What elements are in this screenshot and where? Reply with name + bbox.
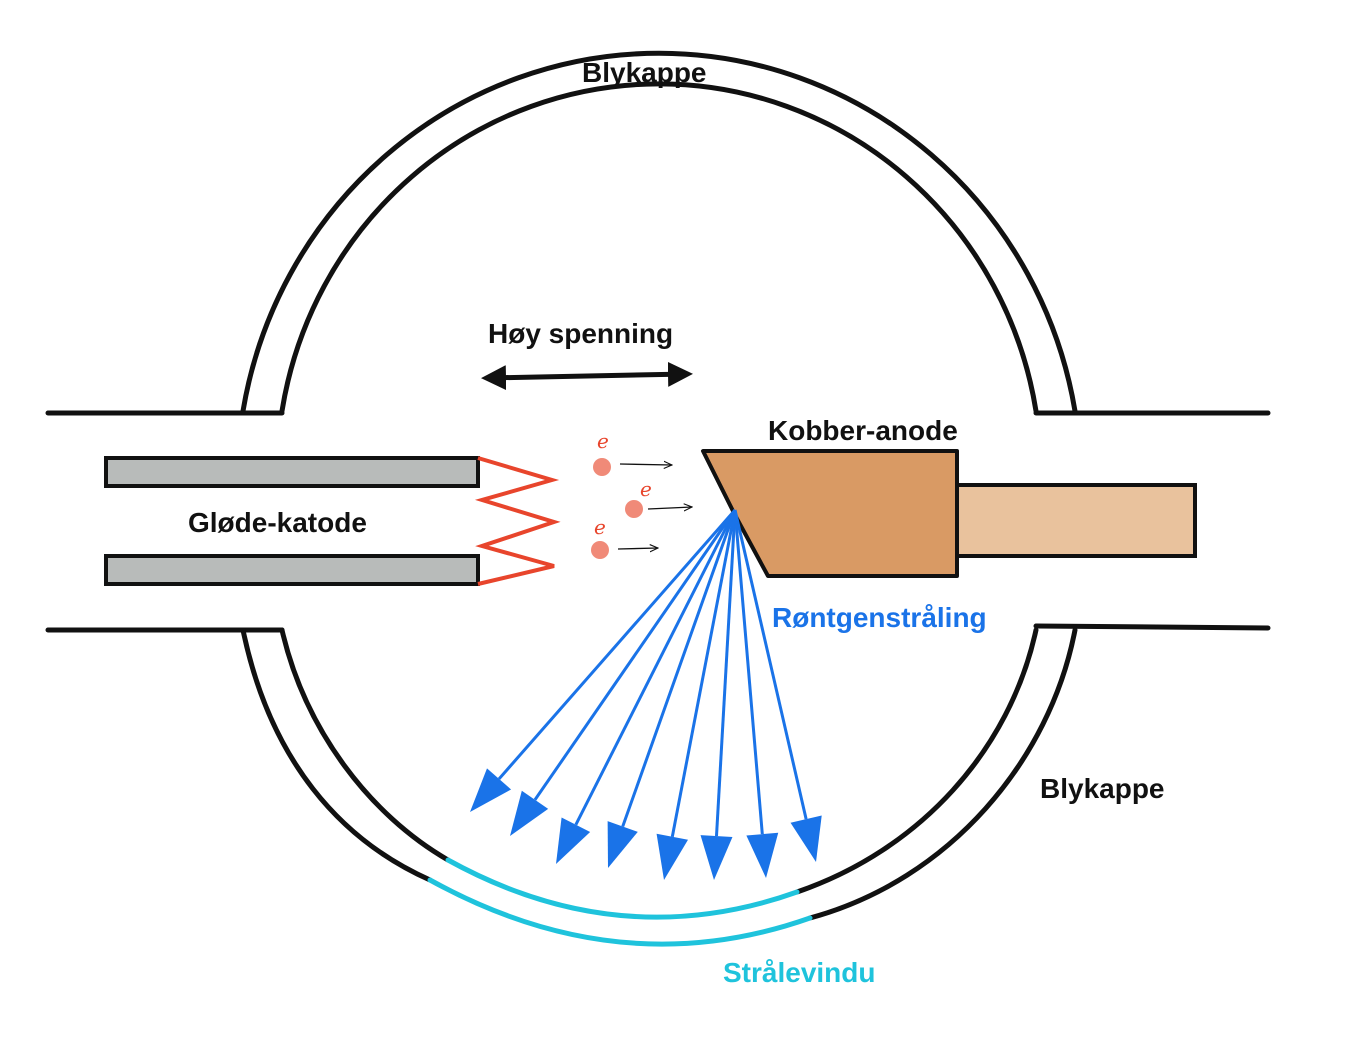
electron-arrow xyxy=(647,507,692,509)
cathode-top-plate xyxy=(104,456,480,488)
label-beam-window: Strålevindu xyxy=(723,957,875,988)
x-ray-beam-arrowhead xyxy=(510,790,549,836)
housing-bottom-inner-arc-left xyxy=(279,627,451,863)
label-x-ray-radiation: Røntgenstråling xyxy=(772,602,987,633)
x-ray-beam-line xyxy=(670,509,737,838)
electron-arrow xyxy=(619,464,672,465)
x-ray-beam-line xyxy=(733,509,808,820)
x-ray-beam-line xyxy=(714,509,737,837)
window-inner-arc xyxy=(445,857,800,920)
x-ray-beam-arrowhead xyxy=(607,821,638,868)
x-ray-beam-line xyxy=(497,509,737,780)
electron-arrow xyxy=(617,548,658,549)
tube-bottom-right-line xyxy=(1033,623,1271,631)
x-ray-beams xyxy=(470,509,822,880)
housing-top-inner-arc xyxy=(279,81,1039,414)
lead-housing xyxy=(45,50,1271,921)
electron-symbol: e xyxy=(640,477,652,501)
x-ray-beam-line xyxy=(574,509,737,826)
x-ray-beam-arrowhead xyxy=(746,832,779,878)
x-ray-beam-line xyxy=(621,509,737,828)
x-ray-beam-arrowhead xyxy=(790,815,822,862)
x-ray-beam-line xyxy=(533,509,737,801)
housing-top-outer-arc xyxy=(240,50,1078,414)
label-top-housing: Blykappe xyxy=(582,57,707,88)
anode-head xyxy=(701,449,959,578)
label-bottom-housing: Blykappe xyxy=(1040,773,1165,804)
x-ray-beam-arrowhead xyxy=(470,768,512,812)
window-outer-arc xyxy=(427,877,813,947)
label-copper-anode: Kobber-anode xyxy=(768,415,958,446)
x-ray-beam-line xyxy=(733,509,764,835)
electrons: e e e xyxy=(591,429,692,559)
electron-1: e xyxy=(593,429,672,476)
electron-2: e xyxy=(625,477,692,518)
label-high-voltage: Høy spenning xyxy=(488,318,673,349)
voltage-double-arrow xyxy=(481,361,693,391)
copper-anode xyxy=(701,449,1197,578)
housing-bottom-outer-arc-right xyxy=(807,627,1078,921)
label-glow-cathode: Gløde-katode xyxy=(188,507,367,538)
electron-symbol: e xyxy=(597,429,609,453)
filament-coil xyxy=(474,456,561,586)
electron-symbol: e xyxy=(594,515,606,539)
electron-3: e xyxy=(591,515,658,559)
housing-bottom-inner-arc-right xyxy=(794,627,1039,895)
x-ray-beam-arrowhead xyxy=(656,833,689,880)
x-ray-beam-arrowhead xyxy=(700,835,733,880)
beam-window xyxy=(427,857,813,947)
cathode-bottom-plate xyxy=(104,554,480,586)
x-ray-beam-arrowhead xyxy=(556,817,591,864)
housing-bottom-outer-arc-left xyxy=(240,627,433,883)
glow-cathode xyxy=(104,456,561,586)
anode-stem xyxy=(953,483,1197,558)
